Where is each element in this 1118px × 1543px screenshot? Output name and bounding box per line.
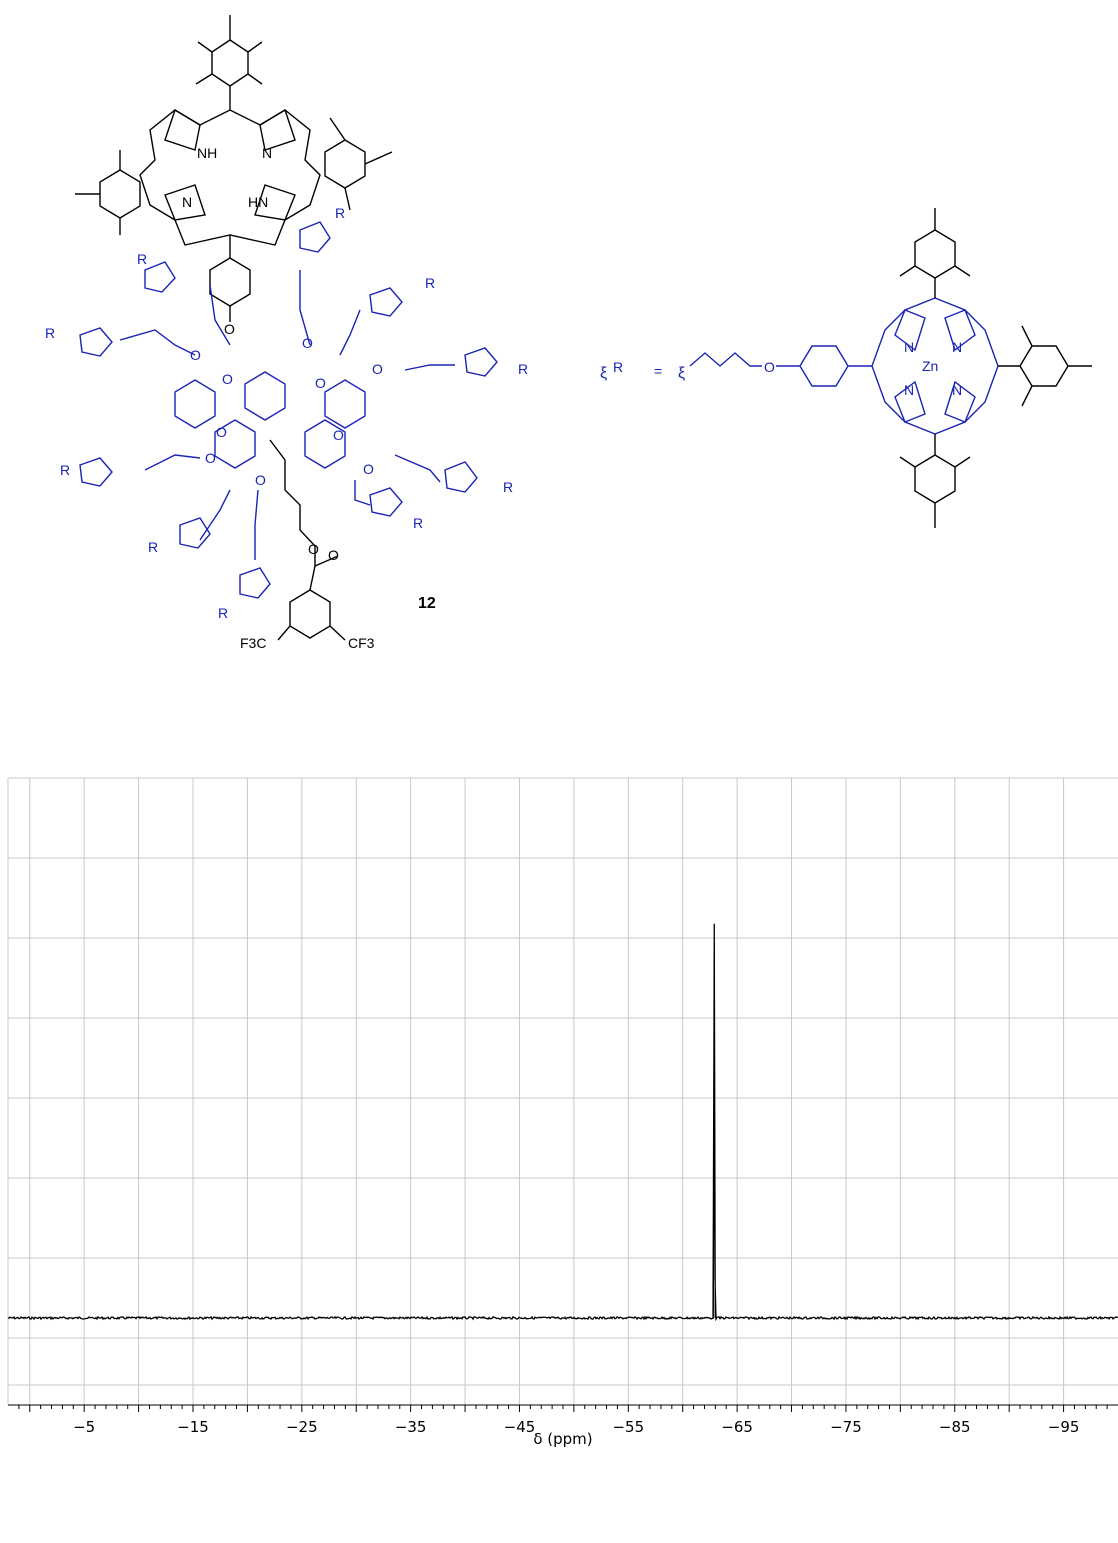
r-label-4: R — [45, 325, 55, 341]
x-tick-label: −25 — [286, 1418, 318, 1436]
r-label-10: R — [218, 605, 228, 621]
compound-number: 12 — [418, 595, 436, 612]
o-label-arm-6: O — [255, 472, 266, 488]
squiggle-2: ξ — [678, 365, 685, 382]
o-label-arm-8: O — [315, 375, 326, 391]
x-tick-label: −15 — [177, 1418, 209, 1436]
nmr-spectrum-chart: −5 −15 −25 −35 −45 −55 −65 −75 −85 −95 δ (ppm) — [7, 777, 1118, 1448]
pillararene-triazole-arms — [79, 221, 498, 599]
o-label-arm-1: O — [302, 335, 313, 351]
o-label-arm-7: O — [363, 461, 374, 477]
r-label-7: R — [503, 479, 513, 495]
r-definition: ξ R = ξ O Zn N N N N — [600, 208, 1092, 528]
x-tick-label: −85 — [939, 1418, 971, 1436]
x-tick-label: −35 — [395, 1418, 427, 1436]
hn-label: HN — [248, 194, 268, 210]
squiggle-1: ξ — [600, 365, 607, 382]
zn-label: Zn — [922, 358, 938, 374]
x-tick-label: −5 — [73, 1418, 95, 1436]
x-tick-label: −95 — [1048, 1418, 1080, 1436]
r-label-8: R — [148, 539, 158, 555]
o-label-ester: O — [308, 541, 319, 557]
x-tick-label: −55 — [612, 1418, 644, 1436]
zn-n-label-4: N — [952, 382, 962, 398]
r-label-9: R — [413, 515, 423, 531]
cf3-right-label: CF3 — [348, 635, 375, 651]
cf3-left-label: F3C — [240, 635, 266, 651]
n-label-a: N — [262, 145, 272, 161]
o-label-arm-4: O — [222, 371, 233, 387]
compound-labels: NH HN N N O O O F3C CF3 12 R R R R R R R… — [45, 145, 528, 651]
free-base-porphyrin — [75, 15, 393, 641]
equals-sign: = — [654, 363, 662, 379]
o-label-arm-2: O — [372, 361, 383, 377]
n-label-b: N — [182, 194, 192, 210]
o-label-arm-5: O — [205, 450, 216, 466]
r-label-3: R — [425, 275, 435, 291]
r-label-5: R — [518, 361, 528, 377]
zn-n-label-1: N — [904, 339, 914, 355]
chart-grid — [7, 777, 1118, 1405]
r-label-1: R — [335, 205, 345, 221]
x-tick-label: −45 — [504, 1418, 536, 1436]
nh-label: NH — [197, 145, 217, 161]
o-label-arm-10: O — [333, 427, 344, 443]
o-label-carbonyl: O — [328, 547, 339, 563]
x-tick-label: −75 — [830, 1418, 862, 1436]
o-label-linker: O — [224, 321, 235, 337]
r-label-2: R — [137, 251, 147, 267]
x-axis-ticks: −5 −15 −25 −35 −45 −55 −65 −75 −85 −95 — [18, 1405, 1108, 1436]
x-axis-title: δ (ppm) — [533, 1430, 592, 1448]
r-def-o-label: O — [764, 359, 775, 375]
o-label-arm-9: O — [216, 424, 227, 440]
x-tick-label: −65 — [721, 1418, 753, 1436]
structure-scheme: NH HN N N O O O F3C CF3 12 R R R R R R R… — [45, 15, 1092, 651]
zn-n-label-3: N — [904, 382, 914, 398]
r-def-label: R — [613, 359, 623, 375]
zn-n-label-2: N — [952, 339, 962, 355]
r-label-6: R — [60, 462, 70, 478]
o-label-arm-3: O — [190, 347, 201, 363]
spectrum-trace — [7, 923, 1118, 1322]
